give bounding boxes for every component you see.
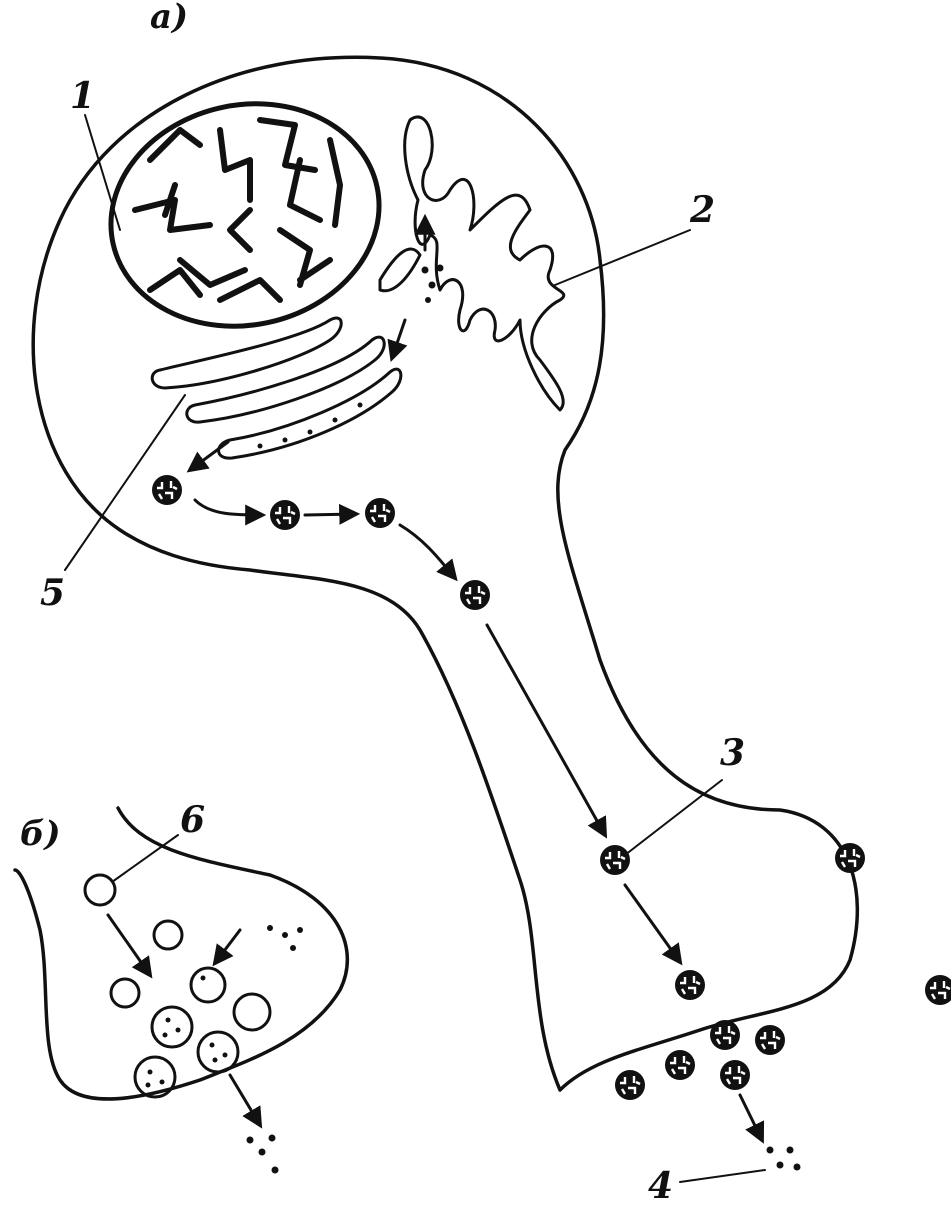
- neuron-outline: [33, 57, 857, 1090]
- panel-a-label: а): [150, 0, 188, 37]
- nucleus: [90, 79, 400, 350]
- label-1: 1: [70, 75, 95, 117]
- panel-b-terminal: [15, 808, 347, 1099]
- label-5: 5: [40, 572, 65, 614]
- label-4: 4: [648, 1165, 673, 1207]
- label-2: 2: [689, 189, 715, 231]
- label-3: 3: [720, 732, 745, 774]
- endoplasmic-reticulum: [405, 117, 564, 410]
- panel-b-label: б): [20, 814, 61, 854]
- secretory-vesicles: [152, 475, 951, 1100]
- golgi-apparatus: [152, 318, 401, 458]
- label-6: 6: [180, 799, 205, 841]
